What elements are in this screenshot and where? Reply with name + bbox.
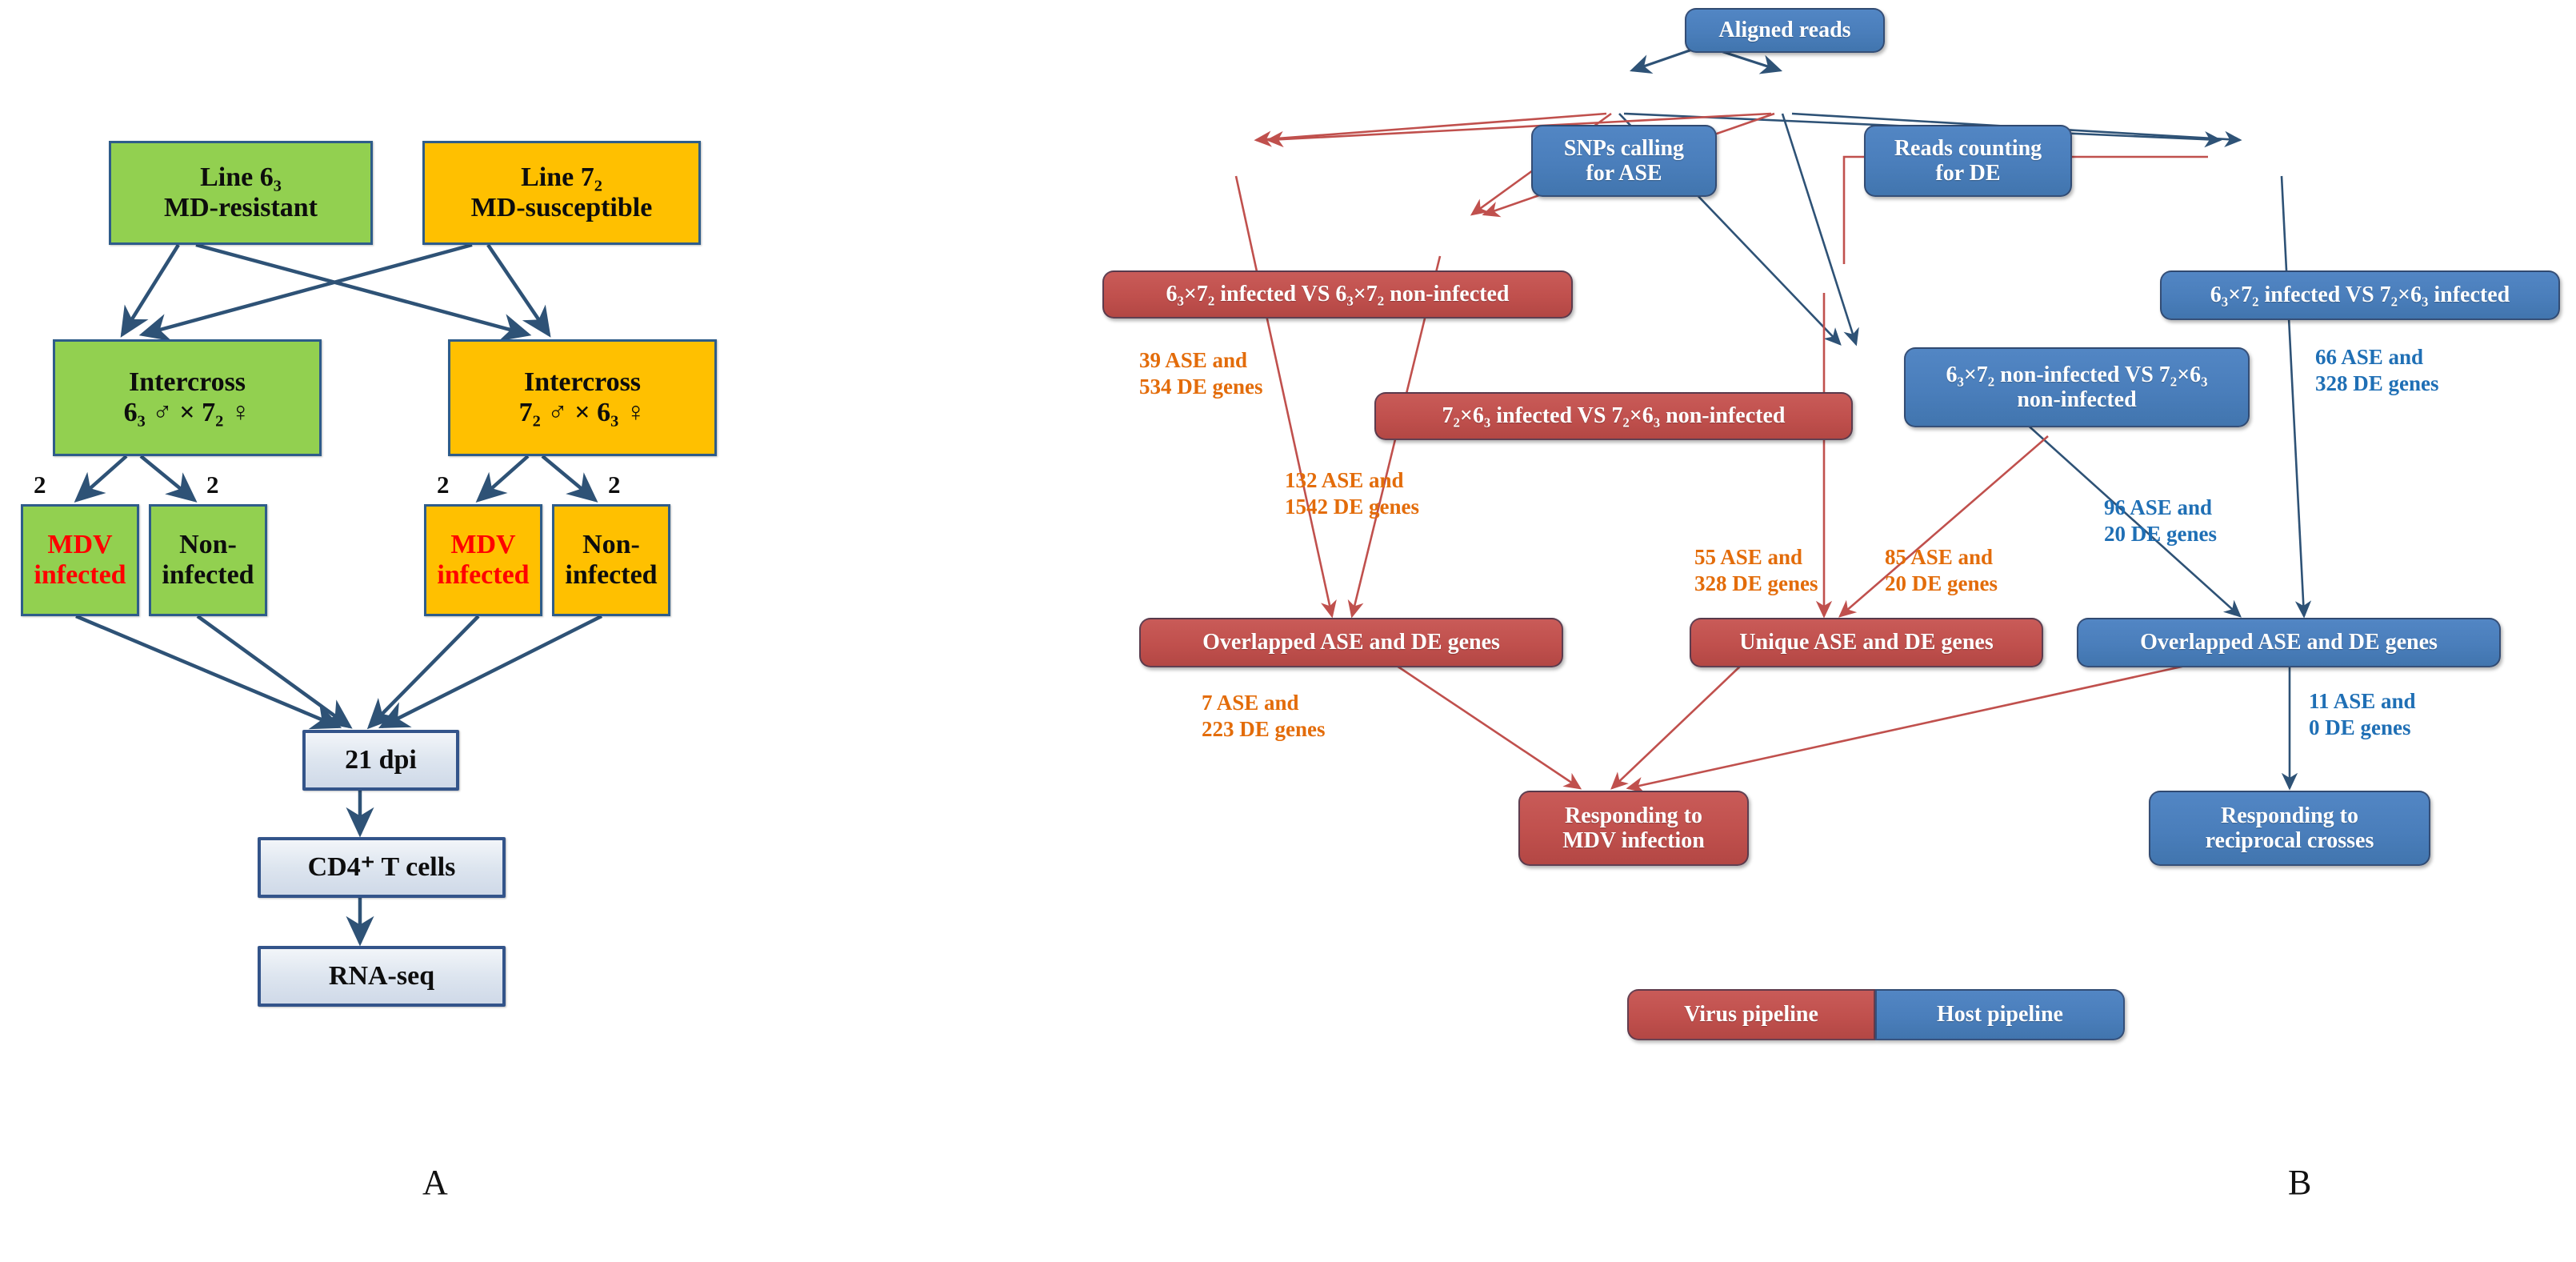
node-21-dpi[interactable]: 21 dpi xyxy=(302,730,459,791)
node-mdv-infected-2-line2: infected xyxy=(437,560,530,590)
node-intercross-1[interactable]: Intercross 6₃ ♂ × 7₂ ♀ xyxy=(53,339,322,456)
node-cd4-t-cells[interactable]: CD4⁺ T cells xyxy=(258,837,506,898)
node-reads-counting-line2: for DE xyxy=(1935,161,2001,186)
node-overlapped-virus-label: Overlapped ASE and DE genes xyxy=(1202,630,1500,655)
edge-label-count-3: 2 xyxy=(437,471,450,499)
node-cmp-63x72-infected-vs-72x63-infected[interactable]: 6₃×7₂ infected VS 7₂×6₃ infected xyxy=(2160,270,2560,320)
annotation-39-line1: 39 ASE and xyxy=(1139,348,1248,372)
panel-caption-b: B xyxy=(2288,1163,2312,1202)
annotation-7-line2: 223 DE genes xyxy=(1202,716,1326,741)
edge-label-count-4: 2 xyxy=(608,471,621,499)
node-intercross-2[interactable]: Intercross 7₂ ♂ × 6₃ ♀ xyxy=(448,339,717,456)
node-rna-seq-label: RNA-seq xyxy=(328,960,435,991)
annotation-7-line1: 7 ASE and xyxy=(1202,691,1299,715)
node-resp-recip-line1: Responding to xyxy=(2221,803,2358,828)
edge-label-count-1: 2 xyxy=(34,471,46,499)
node-overlapped-ase-de-host[interactable]: Overlapped ASE and DE genes xyxy=(2077,618,2501,667)
legend-virus-pipeline[interactable]: Virus pipeline xyxy=(1627,989,1875,1040)
annotation-11-ase-0-de: 11 ASE and 0 DE genes xyxy=(2309,688,2416,741)
node-line-72-line1: Line 7₂ xyxy=(521,162,602,192)
node-aligned-reads-label: Aligned reads xyxy=(1718,18,1851,43)
node-intercross-2-line2: 7₂ ♂ × 6₃ ♀ xyxy=(518,398,646,427)
node-non-infected-1-line2: infected xyxy=(162,560,254,590)
node-unique-ase-de-virus[interactable]: Unique ASE and DE genes xyxy=(1690,618,2043,667)
annotation-85-line1: 85 ASE and xyxy=(1885,545,1994,569)
node-non-infected-1[interactable]: Non- infected xyxy=(149,504,267,616)
node-mdv-infected-1-line1: MDV xyxy=(47,529,113,559)
node-line-63-line1: Line 6₃ xyxy=(200,162,282,192)
node-cd4-t-cells-label: CD4⁺ T cells xyxy=(307,851,456,882)
node-cmp-host-2-line2: non-infected xyxy=(2017,387,2137,412)
node-resp-mdv-line1: Responding to xyxy=(1565,803,1702,828)
node-cmp-virus-1-label: 6₃×7₂ infected VS 6₃×7₂ non-infected xyxy=(1166,282,1510,307)
node-non-infected-2-line2: infected xyxy=(565,560,658,590)
annotation-132-ase-1542-de: 132 ASE and 1542 DE genes xyxy=(1285,467,1419,520)
annotation-55-ase-328-de: 55 ASE and 328 DE genes xyxy=(1694,544,1818,597)
node-line-72-line2: MD-susceptible xyxy=(470,193,653,222)
node-non-infected-1-line1: Non- xyxy=(179,529,237,559)
node-cmp-63x72-noninfected-vs-72x63-noninfected[interactable]: 6₃×7₂ non-infected VS 7₂×6₃ non-infected xyxy=(1904,347,2250,427)
node-overlapped-host-label: Overlapped ASE and DE genes xyxy=(2140,630,2438,655)
node-mdv-infected-2-line1: MDV xyxy=(450,529,516,559)
node-intercross-1-line1: Intercross xyxy=(128,367,246,397)
annotation-11-line2: 0 DE genes xyxy=(2309,715,2411,739)
node-cmp-host-2-line1: 6₃×7₂ non-infected VS 7₂×6₃ xyxy=(1946,362,2208,387)
annotation-66-ase-328-de: 66 ASE and 328 DE genes xyxy=(2315,344,2439,397)
node-mdv-infected-1[interactable]: MDV infected xyxy=(21,504,139,616)
annotation-96-line2: 20 DE genes xyxy=(2104,521,2217,546)
legend-host-pipeline[interactable]: Host pipeline xyxy=(1875,989,2125,1040)
annotation-7-ase-223-de: 7 ASE and 223 DE genes xyxy=(1202,690,1326,743)
node-snps-calling-for-ase[interactable]: SNPs calling for ASE xyxy=(1531,125,1717,197)
node-line-72[interactable]: Line 7₂ MD-susceptible xyxy=(422,141,701,245)
node-unique-virus-label: Unique ASE and DE genes xyxy=(1739,630,1994,655)
node-reads-counting-line1: Reads counting xyxy=(1894,135,2042,161)
annotation-55-line1: 55 ASE and xyxy=(1694,545,1803,569)
node-aligned-reads[interactable]: Aligned reads xyxy=(1685,8,1885,53)
node-resp-mdv-line2: MDV infection xyxy=(1562,828,1705,853)
annotation-96-line1: 96 ASE and xyxy=(2104,495,2213,519)
node-snps-calling-line1: SNPs calling xyxy=(1563,135,1685,161)
annotation-132-line2: 1542 DE genes xyxy=(1285,494,1419,519)
node-intercross-1-line2: 6₃ ♂ × 7₂ ♀ xyxy=(123,398,251,427)
annotation-39-line2: 534 DE genes xyxy=(1139,374,1263,399)
node-intercross-2-line1: Intercross xyxy=(523,367,642,397)
node-non-infected-2-line1: Non- xyxy=(582,529,640,559)
node-mdv-infected-2[interactable]: MDV infected xyxy=(424,504,542,616)
panel-caption-a: A xyxy=(422,1163,448,1202)
node-responding-to-reciprocal-crosses[interactable]: Responding to reciprocal crosses xyxy=(2149,791,2430,866)
annotation-66-line1: 66 ASE and xyxy=(2315,345,2424,369)
node-21-dpi-label: 21 dpi xyxy=(345,744,417,775)
node-cmp-63x72-infected-vs-noninfected[interactable]: 6₃×7₂ infected VS 6₃×7₂ non-infected xyxy=(1102,270,1573,319)
node-line-63-line2: MD-resistant xyxy=(164,193,318,222)
node-non-infected-2[interactable]: Non- infected xyxy=(552,504,670,616)
node-rna-seq[interactable]: RNA-seq xyxy=(258,946,506,1007)
annotation-96-ase-20-de: 96 ASE and 20 DE genes xyxy=(2104,495,2217,547)
annotation-132-line1: 132 ASE and xyxy=(1285,468,1404,492)
node-cmp-virus-2-label: 7₂×6₃ infected VS 7₂×6₃ non-infected xyxy=(1442,403,1786,429)
annotation-66-line2: 328 DE genes xyxy=(2315,371,2439,395)
node-snps-calling-line2: for ASE xyxy=(1586,161,1662,186)
node-overlapped-ase-de-virus[interactable]: Overlapped ASE and DE genes xyxy=(1139,618,1563,667)
annotation-39-ase-534-de: 39 ASE and 534 DE genes xyxy=(1139,347,1263,400)
node-cmp-72x63-infected-vs-noninfected[interactable]: 7₂×6₃ infected VS 7₂×6₃ non-infected xyxy=(1374,392,1853,440)
annotation-85-ase-20-de: 85 ASE and 20 DE genes xyxy=(1885,544,1998,597)
node-reads-counting-for-de[interactable]: Reads counting for DE xyxy=(1864,125,2072,197)
annotation-85-line2: 20 DE genes xyxy=(1885,571,1998,595)
edge-label-count-2: 2 xyxy=(206,471,219,499)
annotation-11-line1: 11 ASE and xyxy=(2309,689,2416,713)
node-responding-to-mdv-infection[interactable]: Responding to MDV infection xyxy=(1518,791,1749,866)
node-mdv-infected-1-line2: infected xyxy=(34,560,126,590)
node-cmp-host-1-label: 6₃×7₂ infected VS 7₂×6₃ infected xyxy=(2210,282,2510,308)
pipeline-legend: Virus pipeline Host pipeline xyxy=(1627,989,2125,1040)
annotation-55-line2: 328 DE genes xyxy=(1694,571,1818,595)
node-line-63[interactable]: Line 6₃ MD-resistant xyxy=(109,141,373,245)
node-resp-recip-line2: reciprocal crosses xyxy=(2205,828,2374,853)
